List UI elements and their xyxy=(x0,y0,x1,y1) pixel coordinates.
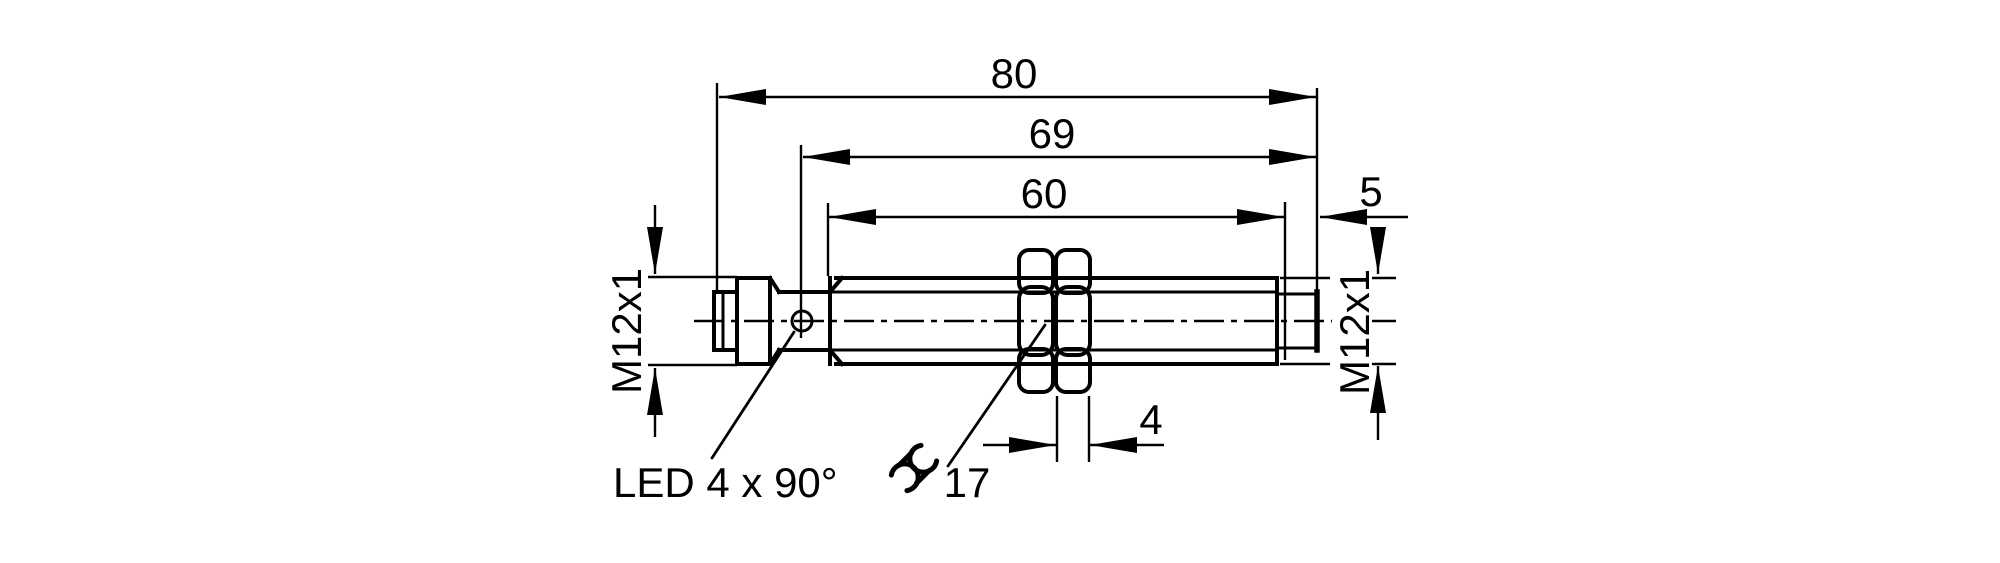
sensing-tip xyxy=(1275,289,1320,353)
led-label: LED 4 x 90° xyxy=(613,459,838,506)
dimension-thread-right: M12x1 xyxy=(1280,227,1396,440)
connector-neck xyxy=(777,290,832,352)
dimension-80: 80 xyxy=(715,50,1319,294)
thread-right-label: M12x1 xyxy=(1331,269,1378,395)
dim-60-label: 60 xyxy=(1021,170,1068,217)
connector-cap xyxy=(712,290,739,352)
wrench-annotation: 17 xyxy=(888,323,1047,506)
dimension-5: 5 xyxy=(1320,168,1408,225)
lock-nuts xyxy=(1017,248,1092,394)
dim-80-label: 80 xyxy=(991,50,1038,97)
led-annotation: LED 4 x 90° xyxy=(613,330,838,506)
dimension-69: 69 xyxy=(799,110,1316,338)
dimension-4: 4 xyxy=(983,396,1164,462)
wrench-size-label: 17 xyxy=(944,459,991,506)
dim-69-label: 69 xyxy=(1029,110,1076,157)
dim-5-label: 5 xyxy=(1359,168,1382,215)
thread-left-label: M12x1 xyxy=(603,268,650,394)
lock-nut-left xyxy=(1017,248,1055,394)
connector-collar xyxy=(735,275,782,367)
dimension-60: 60 xyxy=(826,170,1287,360)
dimension-thread-left: M12x1 xyxy=(603,205,737,437)
dim-4-label: 4 xyxy=(1139,396,1162,443)
wrench-icon xyxy=(888,442,940,494)
lock-nut-right xyxy=(1054,248,1092,394)
